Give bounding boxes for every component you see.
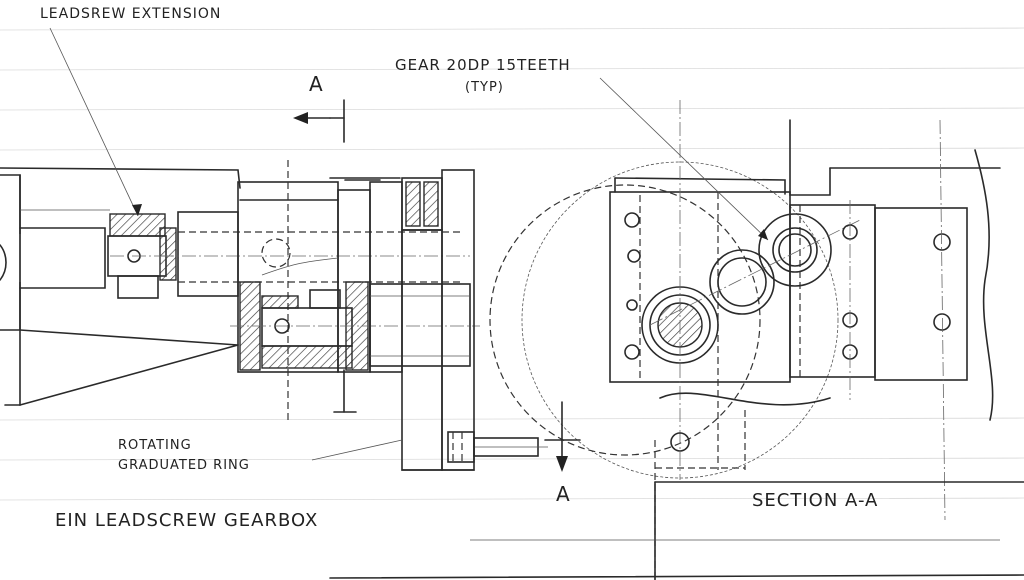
rotating-ring-label-line1: ROTATING [118, 438, 192, 453]
paper-grid [0, 27, 1024, 501]
section-view [329, 77, 1024, 580]
gear-spec-label: GEAR 20DP 15TEETH [395, 56, 571, 74]
rotating-ring-label-line2: GRADUATED RING [118, 458, 250, 473]
section-marker-top: A [309, 72, 324, 96]
drawing-title: EIN LEADSCREW GEARBOX [55, 510, 319, 531]
gear-spec-note: (TYP) [465, 80, 504, 95]
section-marker-bottom: A [556, 482, 571, 506]
section-title: SECTION A-A [752, 490, 879, 511]
elevation-view [0, 27, 548, 471]
leadscrew-extension-label: LEADSREW EXTENSION [40, 6, 222, 22]
